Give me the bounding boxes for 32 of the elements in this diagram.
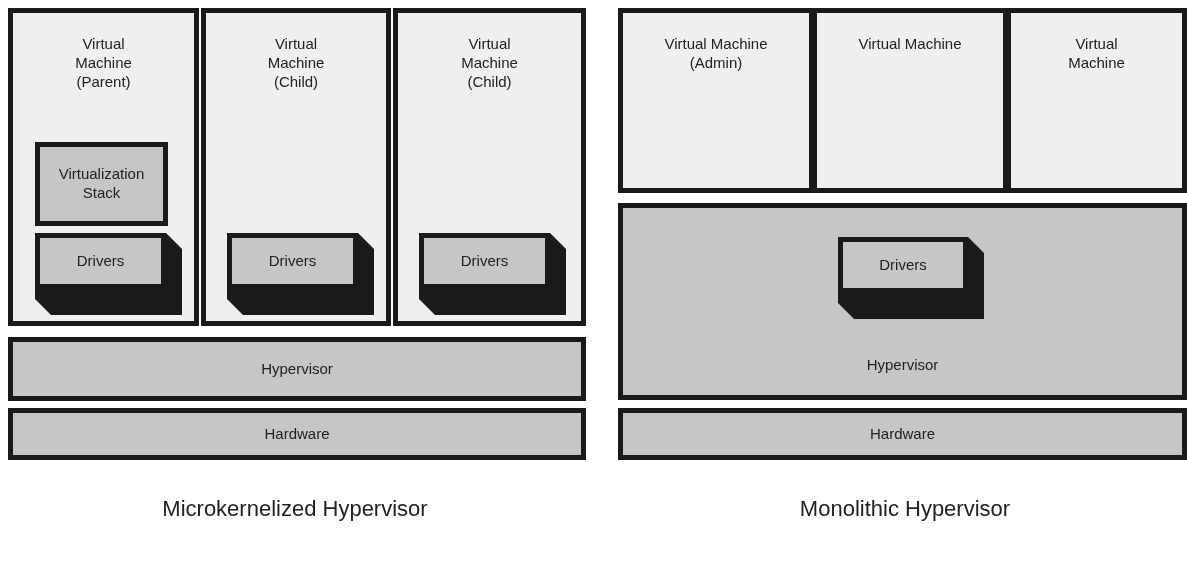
- virtual-machine-box: [618, 8, 814, 193]
- box-text: Drivers: [268, 251, 317, 271]
- box-text: Drivers: [879, 255, 927, 275]
- box-text: Virtual Machine (Child): [266, 35, 326, 92]
- layer-band: [618, 408, 1187, 460]
- box-text: Virtual Machine (Parent): [74, 35, 133, 92]
- box-text: Hardware: [870, 424, 935, 444]
- box-text: Virtual Machine: [1067, 35, 1126, 73]
- box-text: Virtual Machine (Child): [460, 35, 519, 92]
- virtual-machine-box: [201, 8, 391, 326]
- drivers-box: [35, 233, 182, 315]
- box-text: Hardware: [264, 424, 330, 444]
- box-text: Virtual Machine (Admin): [663, 35, 769, 73]
- box-text: Drivers: [460, 251, 509, 271]
- box-text: Virtualization Stack: [57, 165, 146, 203]
- box-text: Hypervisor: [261, 359, 333, 379]
- drivers-box: [838, 237, 984, 319]
- drivers-box: [419, 233, 566, 315]
- diagram-caption: Monolithic Hypervisor: [798, 495, 1012, 523]
- virtual-machine-box: [8, 8, 199, 326]
- virtual-machine-box: [393, 8, 586, 326]
- virtual-machine-box: [1006, 8, 1187, 193]
- drivers-box: [227, 233, 374, 315]
- layer-band: [8, 408, 586, 460]
- box-text: Virtual Machine: [857, 35, 963, 54]
- box-text: Drivers: [76, 251, 125, 271]
- layer-band: [618, 203, 1187, 400]
- virtual-machine-box: [812, 8, 1008, 193]
- diagram-caption: Microkernelized Hypervisor: [161, 495, 429, 523]
- box-text: Hypervisor: [866, 356, 939, 375]
- layer-band: [8, 337, 586, 401]
- stack-box: [35, 142, 168, 226]
